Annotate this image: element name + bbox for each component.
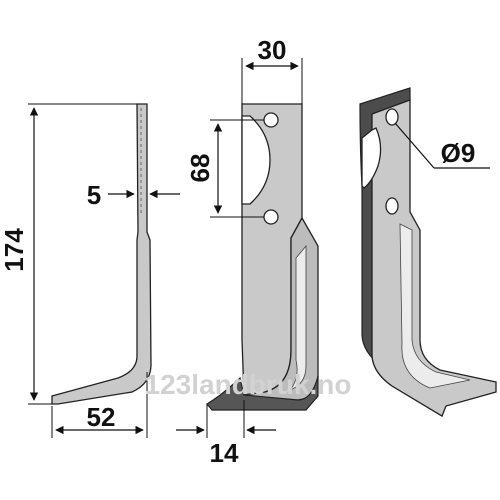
offset-dimension: 14	[176, 400, 276, 468]
offset-label: 14	[210, 438, 239, 468]
foot-width-dimension: 52	[51, 372, 148, 438]
length-dimension: 174	[0, 103, 137, 405]
watermark: 123landbruk.no	[145, 369, 352, 400]
lower-hole-perspective	[385, 197, 399, 215]
blade-width-dimension: 30	[241, 35, 303, 104]
hole-spacing-label: 68	[185, 154, 215, 183]
lower-hole	[263, 209, 279, 225]
blade-width-label: 30	[258, 35, 287, 65]
length-label: 174	[0, 228, 29, 272]
perspective-blade	[359, 87, 497, 418]
side-view-blade	[51, 103, 152, 405]
foot-width-label: 52	[87, 402, 116, 432]
front-view-blade	[206, 103, 319, 411]
upper-hole	[263, 112, 279, 128]
thickness-label: 5	[87, 180, 101, 210]
hole-diameter-callout: Ø9	[394, 122, 490, 169]
hole-spacing-dimension: 68	[185, 119, 264, 218]
upper-hole-perspective	[385, 108, 399, 126]
hole-diameter-label: Ø9	[441, 138, 476, 168]
thickness-dimension: 5	[87, 180, 180, 210]
